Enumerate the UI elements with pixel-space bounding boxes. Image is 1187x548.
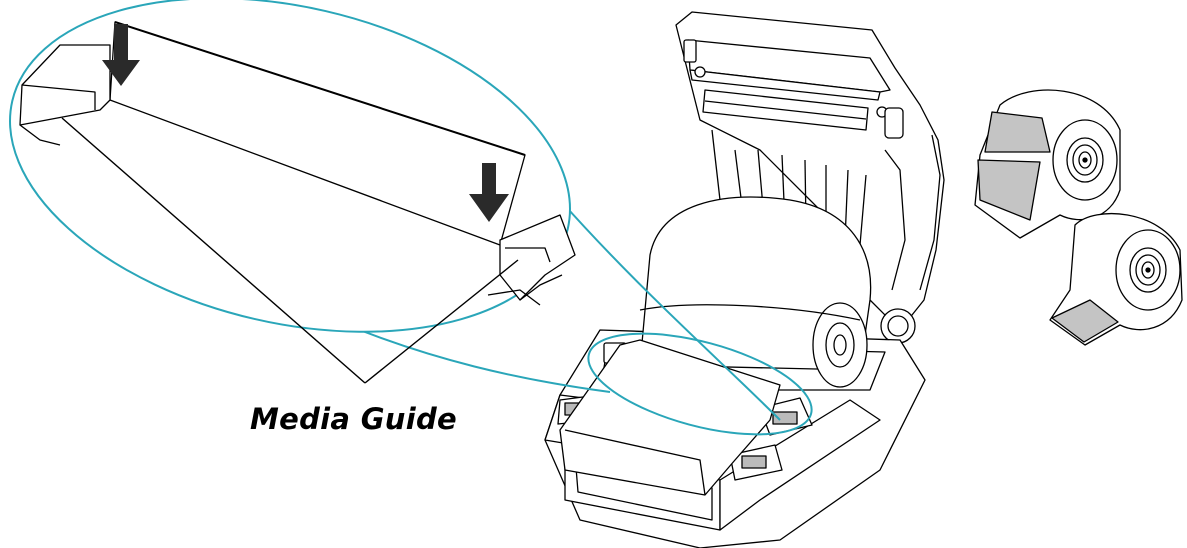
zoom-detail: [9, 0, 576, 333]
printer: [544, 11, 945, 548]
media-roll: [559, 196, 872, 496]
down-arrow-icon: [469, 163, 509, 222]
media-guide-label: Media Guide: [250, 402, 458, 436]
down-arrow-icon: [102, 24, 140, 86]
printer-top-cover: [675, 11, 945, 344]
label-roll-icon: [1049, 213, 1183, 346]
label-roll-icon: [974, 89, 1121, 239]
label-rolls: [974, 89, 1183, 346]
printer-highlight-ellipse: [587, 332, 813, 436]
callout-connector: [334, 319, 611, 393]
leader-lines: [61, 117, 519, 384]
